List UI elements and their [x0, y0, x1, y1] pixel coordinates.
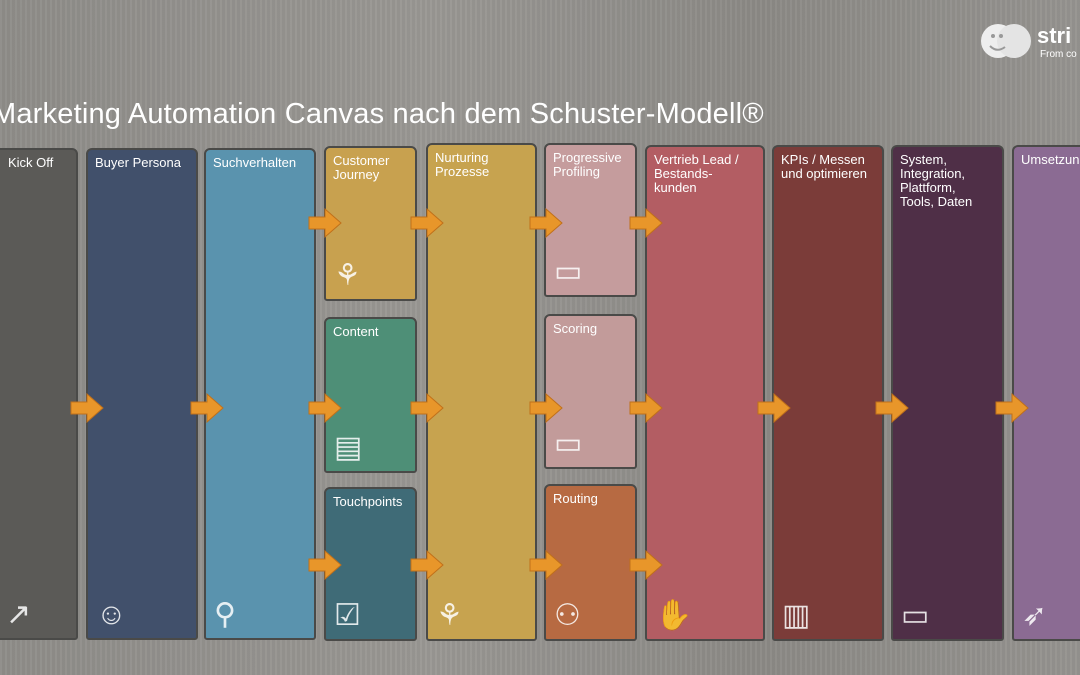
- column-label: Routing: [553, 491, 598, 506]
- column-label: Content: [333, 324, 379, 339]
- column-label: Buyer Persona: [95, 155, 181, 170]
- canvas-column-2: Suchverhalten ⚲: [204, 148, 316, 640]
- flow-tree-icon: ⚘: [334, 259, 361, 292]
- id-card-icon: ▭: [554, 255, 583, 288]
- column-label: Vertrieb Lead / Bestands- kunden: [654, 152, 739, 195]
- arrow-right-icon: [190, 393, 224, 423]
- arrow-right-icon: [70, 393, 104, 423]
- page-title: Marketing Automation Canvas nach dem Sch…: [0, 98, 764, 130]
- arrow-right-icon: [308, 393, 342, 423]
- arrow-right-icon: [529, 393, 563, 423]
- canvas-column-6: Nurturing Prozesse ⚘: [426, 143, 537, 641]
- column-label: Touchpoints: [333, 494, 403, 509]
- arrow-right-icon: [410, 550, 444, 580]
- column-label: Kick Off: [8, 155, 54, 170]
- canvas-column-0: Kick Off ↗: [0, 148, 78, 640]
- arrow-right-icon: [629, 550, 663, 580]
- arrow-right-icon: [995, 393, 1029, 423]
- canvas-column-11: KPIs / Messen und optimieren ▥: [772, 145, 884, 641]
- hand-coin-icon: ✋: [655, 599, 693, 632]
- canvas-column-4: Content ▤: [324, 317, 417, 473]
- person-checklist-icon: ☑: [334, 599, 361, 632]
- head-puzzle-icon: ☺: [96, 598, 127, 631]
- running-shoe-icon: ➶: [1022, 599, 1048, 632]
- arrow-right-icon: [875, 393, 909, 423]
- arrow-right-icon: [308, 208, 342, 238]
- canvas-column-8: Scoring ▭: [544, 314, 637, 469]
- logo-tagline: From co: [1040, 49, 1077, 60]
- column-label: Progressive Profiling: [553, 150, 622, 179]
- bar-chart-pencil-icon: ▥: [782, 599, 811, 632]
- arrow-right-icon: [757, 393, 791, 423]
- canvas-column-10: Vertrieb Lead / Bestands- kunden ✋: [645, 145, 765, 641]
- logo-name: stri: [1037, 23, 1072, 48]
- arrow-right-icon: [410, 208, 444, 238]
- people-handoff-icon: ⚇: [554, 599, 581, 632]
- arrow-right-icon: [629, 393, 663, 423]
- column-label: Scoring: [553, 321, 598, 336]
- arrow-right-icon: [529, 550, 563, 580]
- documents-icon: ▤: [334, 431, 363, 464]
- column-label: Nurturing Prozesse: [435, 150, 490, 179]
- arrow-right-icon: [410, 393, 444, 423]
- column-label: Customer Journey: [333, 153, 390, 182]
- company-logo: stri From co: [980, 20, 1080, 65]
- laptop-icon: ▭: [901, 599, 930, 632]
- smiley-logo-icon: [981, 24, 1031, 58]
- arrow-right-icon: [529, 208, 563, 238]
- arrow-right-icon: [629, 208, 663, 238]
- id-card-icon: ▭: [554, 427, 583, 460]
- flow-tree-icon: ⚘: [436, 599, 463, 632]
- arrow-right-icon: [308, 550, 342, 580]
- column-label: KPIs / Messen und optimieren: [781, 152, 867, 181]
- chart-growth-icon: ↗: [6, 598, 32, 631]
- canvas-column-1: Buyer Persona ☺: [86, 148, 198, 640]
- magnifier-person-icon: ⚲: [214, 598, 236, 631]
- column-label: Suchverhalten: [213, 155, 297, 170]
- canvas-column-13: Umsetzung ➶: [1012, 145, 1080, 641]
- canvas-column-12: System, Integration, Plattform, Tools, D…: [891, 145, 1004, 641]
- column-label: Umsetzung: [1021, 152, 1080, 167]
- column-label: System, Integration, Plattform, Tools, D…: [900, 152, 973, 209]
